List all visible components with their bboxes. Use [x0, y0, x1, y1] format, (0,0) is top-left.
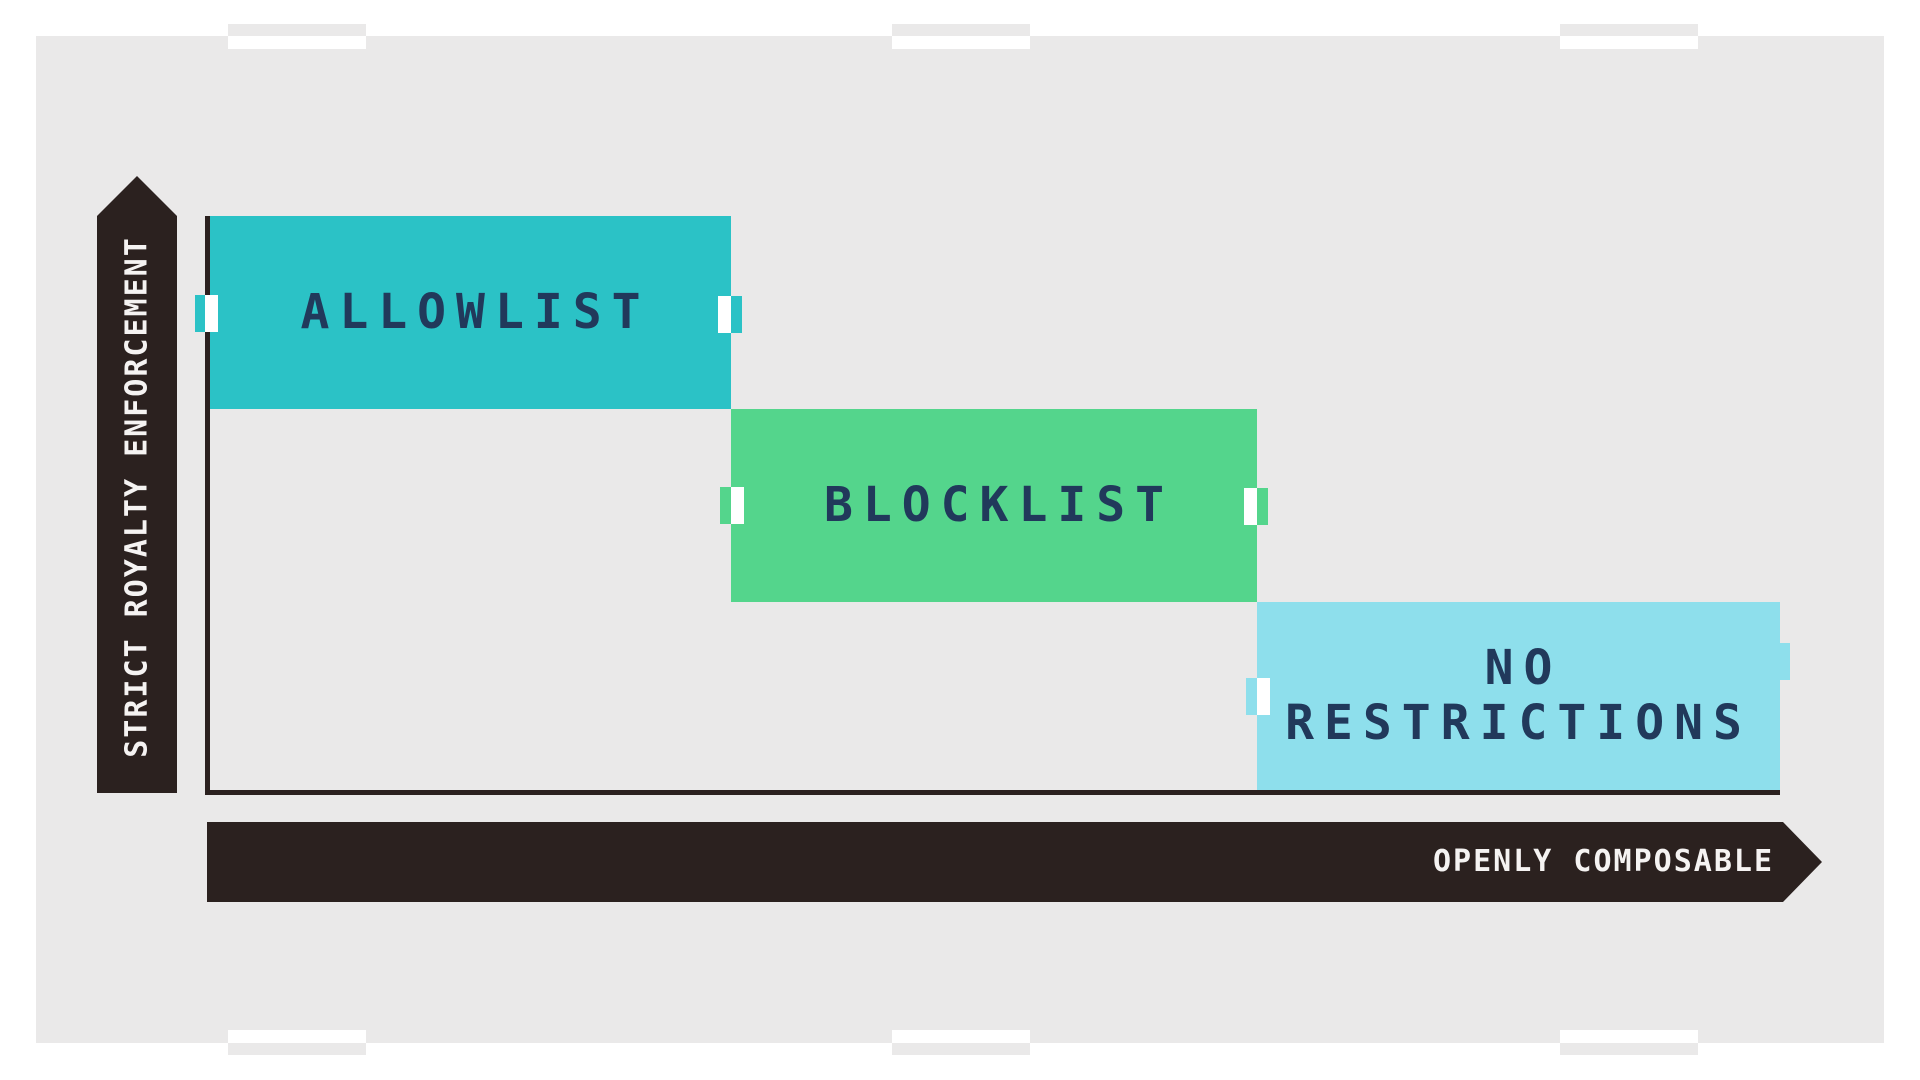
- x-axis-label: OPENLY COMPOSABLE: [1432, 844, 1774, 879]
- connector-notch-allowlist-left-inner: [205, 295, 218, 332]
- registration-tab-bottom-center-outer: [892, 1043, 1030, 1055]
- connector-notch-no-restrictions-right-outer: [1779, 643, 1790, 680]
- registration-tab-top-left-inner: [228, 36, 366, 49]
- connector-notch-allowlist-right-outer: [731, 296, 742, 333]
- connector-notch-no-restrictions-left-inner: [1257, 678, 1270, 715]
- registration-tab-top-center-inner: [892, 36, 1030, 49]
- connector-notch-blocklist-left-inner: [731, 487, 744, 524]
- connector-notch-blocklist-right-inner: [1244, 488, 1257, 525]
- y-axis-arrow: STRICT ROYALTY ENFORCEMENT: [97, 176, 177, 793]
- registration-tab-bottom-left-inner: [228, 1030, 366, 1043]
- connector-notch-allowlist-right-inner: [718, 296, 731, 333]
- connector-notch-no-restrictions-left-outer: [1246, 678, 1257, 715]
- x-axis-arrow: OPENLY COMPOSABLE: [207, 822, 1822, 902]
- y-axis-line: [205, 216, 210, 795]
- registration-tab-top-right-inner: [1560, 36, 1698, 49]
- block-allowlist-label: ALLOWLIST: [300, 284, 651, 340]
- block-no-restrictions: NO RESTRICTIONS: [1257, 602, 1780, 790]
- connector-notch-allowlist-left-outer: [195, 295, 206, 332]
- registration-tab-bottom-center-inner: [892, 1030, 1030, 1043]
- registration-tab-bottom-left-outer: [228, 1043, 366, 1055]
- connector-notch-blocklist-right-outer: [1257, 488, 1268, 525]
- registration-tab-top-right-outer: [1560, 24, 1698, 36]
- block-blocklist-label: BLOCKLIST: [823, 477, 1175, 533]
- block-no-restrictions-label: NO RESTRICTIONS: [1285, 640, 1752, 751]
- block-allowlist: ALLOWLIST: [210, 216, 731, 409]
- registration-tab-top-center-outer: [892, 24, 1030, 36]
- x-axis-line: [205, 790, 1780, 795]
- registration-tab-top-left-outer: [228, 24, 366, 36]
- y-axis-label: STRICT ROYALTY ENFORCEMENT: [119, 236, 155, 758]
- registration-tab-bottom-right-inner: [1560, 1030, 1698, 1043]
- connector-notch-blocklist-left-outer: [720, 487, 731, 524]
- block-blocklist: BLOCKLIST: [731, 409, 1257, 602]
- registration-tab-bottom-right-outer: [1560, 1043, 1698, 1055]
